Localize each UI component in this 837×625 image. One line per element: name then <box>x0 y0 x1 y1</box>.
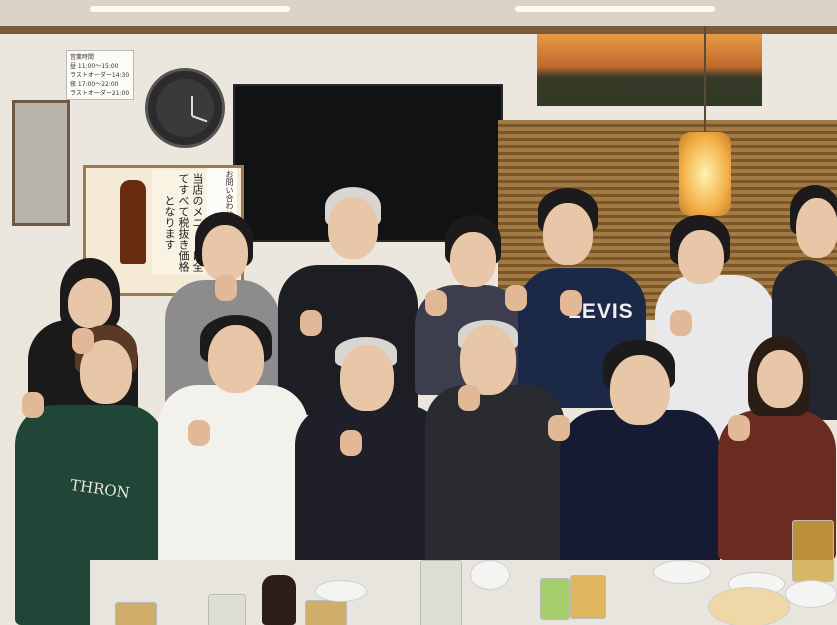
beer-glass <box>570 575 606 619</box>
finger-heart-hand <box>340 430 362 456</box>
finger-heart-hand <box>215 275 237 301</box>
clock-hand <box>191 96 193 116</box>
finger-heart-hand <box>728 415 750 441</box>
ceiling-light <box>515 6 715 12</box>
paper-lantern <box>679 132 731 216</box>
finger-heart-hand <box>425 290 447 316</box>
business-hours-sign: 営業時間 昼 11:00〜15:00 ラストオーダー14:30 夜 17:00〜… <box>66 50 134 100</box>
finger-heart-hand <box>560 290 582 316</box>
glass <box>208 594 246 625</box>
finger-heart-hand <box>505 285 527 311</box>
finger-heart-hand <box>72 328 94 354</box>
wall-clock <box>145 68 225 148</box>
plate <box>785 580 837 608</box>
window <box>12 100 70 226</box>
hours-line: ラストオーダー21:00 <box>70 90 130 97</box>
hours-line: 夜 17:00〜22:00 <box>70 81 119 88</box>
sweater-print: LEVIS <box>568 300 634 323</box>
ceiling <box>0 0 837 26</box>
bowl <box>470 560 510 590</box>
ceiling-light <box>90 6 290 12</box>
sake-bottle <box>262 575 296 625</box>
finger-heart-hand <box>458 385 480 411</box>
green-drink <box>540 578 570 620</box>
food-plate <box>708 587 790 625</box>
finger-heart-hand <box>670 310 692 336</box>
plate <box>653 560 711 584</box>
landscape-painting <box>537 34 762 106</box>
clock-face <box>156 79 214 137</box>
finger-heart-hand <box>300 310 322 336</box>
finger-heart-hand <box>188 420 210 446</box>
finger-heart-hand <box>22 392 44 418</box>
finger-heart-hand <box>548 415 570 441</box>
hours-line: 昼 11:00〜15:00 <box>70 63 119 70</box>
lantern-cord <box>704 26 706 132</box>
beer-mug <box>792 520 834 582</box>
hours-line: ラストオーダー14:30 <box>70 72 130 79</box>
hours-line: 営業時間 <box>70 54 95 61</box>
beer-glass <box>305 600 347 625</box>
wood-trim <box>0 26 837 34</box>
beer-mug <box>420 560 462 625</box>
plate <box>315 580 367 602</box>
beer-bottle-image <box>120 180 146 264</box>
clock-hand <box>191 115 208 123</box>
beer-glass <box>115 602 157 625</box>
